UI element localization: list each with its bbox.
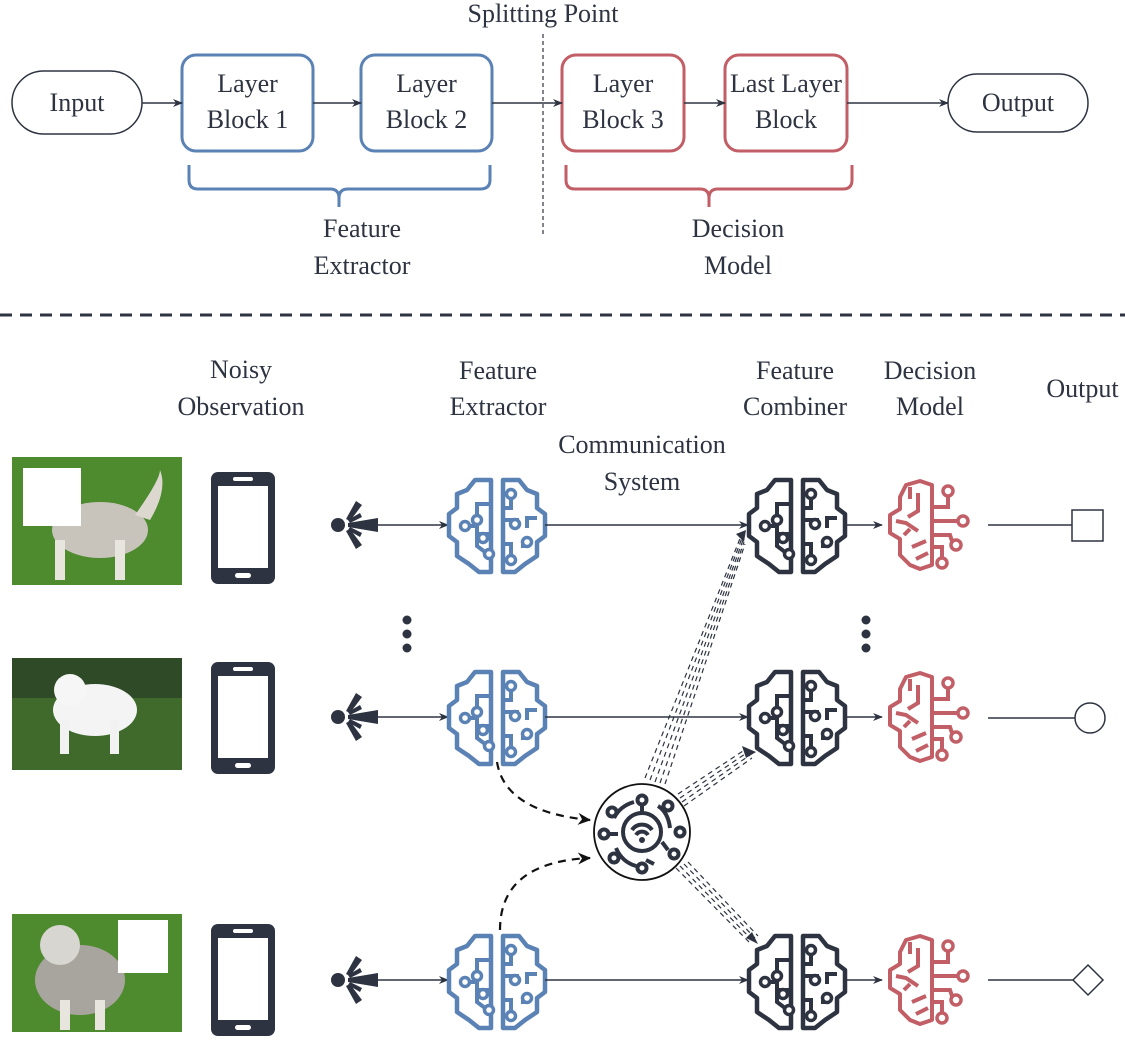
header-noisy-1: Noisy	[209, 355, 273, 384]
input-label: Input	[49, 87, 105, 117]
output-circle	[1074, 702, 1106, 734]
image-row-1	[12, 457, 182, 585]
feature-combiner-brain-icon	[749, 480, 845, 572]
image-row-2	[12, 658, 182, 770]
broadcast-beam-up	[644, 535, 746, 785]
communication-hub-icon	[593, 783, 691, 881]
header-comm-2: System	[603, 467, 681, 496]
block-3-line2: Block 3	[582, 105, 664, 134]
header-decision-2: Model	[896, 392, 964, 421]
output-diamond	[1071, 963, 1105, 997]
sensor-icon	[331, 693, 378, 741]
feature-extractor-label-2: Extractor	[313, 251, 411, 280]
feature-combiner-brain-icon	[749, 672, 845, 764]
smartphone-icon	[211, 924, 275, 1036]
header-decision-1: Decision	[883, 356, 977, 385]
output-square	[1071, 509, 1104, 542]
decision-model-label-1: Decision	[691, 214, 785, 243]
decision-model-ai-icon	[888, 934, 970, 1026]
header-comm-1: Communication	[558, 430, 726, 459]
feature-extractor-brace	[187, 165, 492, 207]
decision-model-ai-icon	[888, 671, 970, 763]
broadcast-arrowhead-middle	[742, 746, 756, 758]
last-block-line2: Block	[754, 105, 818, 134]
header-extractor-2: Extractor	[449, 392, 547, 421]
feature-extractor-brain-icon	[449, 672, 545, 764]
sensor-icon	[331, 956, 378, 1004]
feature-combiner-brain-icon	[749, 936, 845, 1028]
ellipsis-dots-extractor	[402, 615, 412, 653]
ellipsis-dots-decision	[861, 615, 871, 653]
block-2-line2: Block 2	[385, 105, 468, 134]
broadcast-arrowhead-up	[736, 530, 746, 542]
dashed-arrow-extractor3-hub	[498, 852, 591, 931]
block-3-line1: Layer	[592, 69, 654, 98]
header-noisy-2: Observation	[177, 392, 305, 421]
sensor-icon	[331, 501, 378, 549]
smartphone-icon	[211, 472, 275, 584]
block-1-line2: Block 1	[206, 105, 289, 134]
feature-extractor-brain-icon	[449, 936, 545, 1028]
broadcast-arrowhead-down	[746, 932, 758, 944]
broadcast-beam-down	[675, 861, 759, 943]
header-output: Output	[1046, 374, 1119, 403]
block-1-line1: Layer	[217, 69, 278, 98]
broadcast-beam-middle	[677, 748, 753, 807]
output-label: Output	[981, 88, 1055, 117]
header-combiner-2: Combiner	[743, 392, 847, 421]
decision-model-ai-icon	[888, 479, 970, 571]
decision-model-brace	[564, 165, 854, 207]
image-row-3	[12, 914, 182, 1032]
dashed-arrow-extractor2-hub	[495, 761, 591, 825]
splitting-point-label: Splitting Point	[467, 0, 619, 28]
header-combiner-1: Feature	[756, 356, 834, 385]
header-extractor-1: Feature	[459, 356, 537, 385]
last-block-line1: Last Layer	[730, 69, 842, 98]
block-2-line1: Layer	[396, 69, 457, 98]
decision-model-label-2: Model	[704, 251, 772, 280]
feature-extractor-label-1: Feature	[323, 214, 401, 243]
smartphone-icon	[211, 662, 275, 774]
